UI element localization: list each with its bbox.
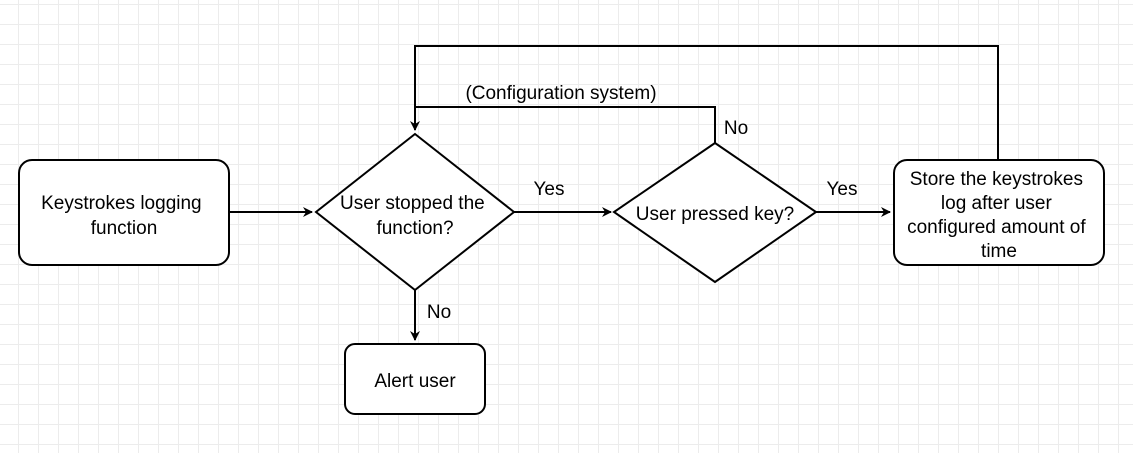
node-pressed-shape	[612, 141, 818, 284]
node-store-line: configured amount of	[907, 217, 1086, 238]
node-alert-line: Alert user	[374, 371, 456, 392]
node-store-line: Store the keystrokes	[910, 169, 1083, 190]
node-pressed: User pressed key?	[612, 141, 818, 284]
node-start-shape	[18, 159, 230, 266]
node-stopped-line: User stopped the	[340, 193, 485, 214]
edges	[229, 45, 999, 341]
node-start-label: Keystrokes logging function	[41, 193, 207, 239]
node-stopped-line: function?	[376, 218, 453, 239]
label-pressed-no-loop: No	[724, 118, 748, 139]
label-pressed-to-store: Yes	[827, 179, 858, 200]
node-pressed-line: User pressed key?	[636, 204, 794, 225]
node-store-line: log after user	[941, 193, 1053, 214]
node-alert: Alert user	[344, 343, 486, 415]
node-start-line: function	[91, 218, 158, 239]
node-stopped-shape	[314, 132, 516, 292]
node-store-label: Store the keystrokes log after user conf…	[907, 169, 1091, 262]
edge-labels: Yes Yes No No (Configuration system)	[427, 83, 858, 323]
node-pressed-label: User pressed key?	[636, 204, 794, 225]
node-stopped: User stopped the function?	[314, 132, 516, 292]
label-stopped-to-alert: No	[427, 302, 451, 323]
node-store: Store the keystrokes log after user conf…	[893, 159, 1105, 266]
node-start: Keystrokes logging function	[18, 159, 230, 266]
node-store-shape	[893, 159, 1105, 266]
node-alert-label: Alert user	[374, 371, 456, 392]
node-start-line: Keystrokes logging	[41, 193, 202, 214]
node-alert-shape	[344, 343, 486, 415]
edge-config-loop	[414, 45, 999, 160]
node-store-line: time	[981, 241, 1017, 262]
node-stopped-label: User stopped the function?	[340, 193, 490, 239]
label-stopped-to-pressed: Yes	[534, 179, 565, 200]
edge-pressed-no-loop	[410, 106, 716, 143]
label-config-loop: (Configuration system)	[465, 83, 656, 104]
